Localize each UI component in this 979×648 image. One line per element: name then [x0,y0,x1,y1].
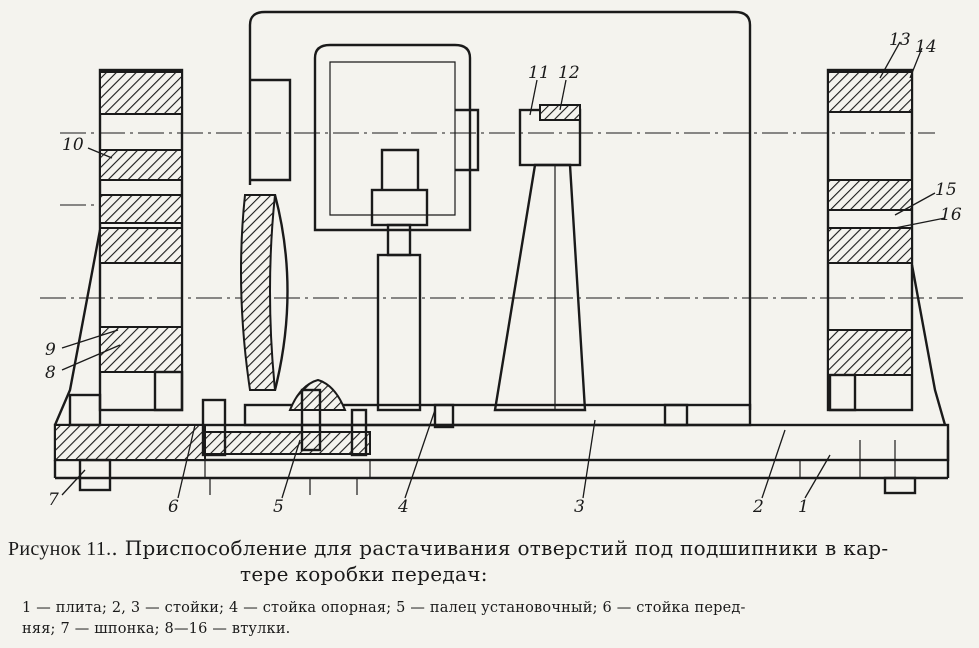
callout-5: 5 [273,497,284,517]
callout-1: 1 [798,497,809,517]
callout-6: 6 [168,497,179,517]
rear-stand [826,68,947,426]
bolt [663,403,689,427]
callout-12: 12 [558,63,580,83]
callout-14: 14 [915,37,937,57]
front-stand [53,68,184,427]
bolt [201,398,227,457]
caption-text-line2: тере коробки передач: [240,562,488,586]
callout-4: 4 [397,497,409,517]
callout-3: 3 [574,497,585,517]
technical-drawing: 1 2 3 4 5 6 7 8 9 10 11 12 13 14 15 16 [40,10,965,517]
figure-legend: 1 — плита; 2, 3 — стойки; 4 — стойка опо… [22,598,972,640]
rear-stand-column [493,104,587,412]
caption-label: Рисунок 11. [8,538,112,560]
caption-text-line1: . Приспособление для растачивания отверс… [111,536,889,560]
callout-15: 15 [935,180,957,200]
callout-13: 13 [889,30,911,50]
callout-11: 11 [528,63,550,83]
base-plate [53,423,950,495]
callout-8: 8 [45,363,56,383]
callout-7: 7 [48,490,59,510]
support-stand [370,148,429,412]
gearbox-housing [240,10,752,427]
legend-line1: 1 — плита; 2, 3 — стойки; 4 — стойка опо… [22,600,746,616]
callout-9: 9 [45,340,56,360]
bolt [433,403,455,429]
bolt [350,408,368,457]
callout-leaders [61,41,946,499]
callout-2: 2 [752,497,764,517]
figure-caption: Рисунок 11.. Приспособление для растачив… [8,536,973,587]
callout-16: 16 [940,205,962,225]
legend-line2: няя; 7 — шпонка; 8—16 — втулки. [22,621,291,637]
callout-10: 10 [62,135,84,155]
locating-pin [288,378,347,452]
